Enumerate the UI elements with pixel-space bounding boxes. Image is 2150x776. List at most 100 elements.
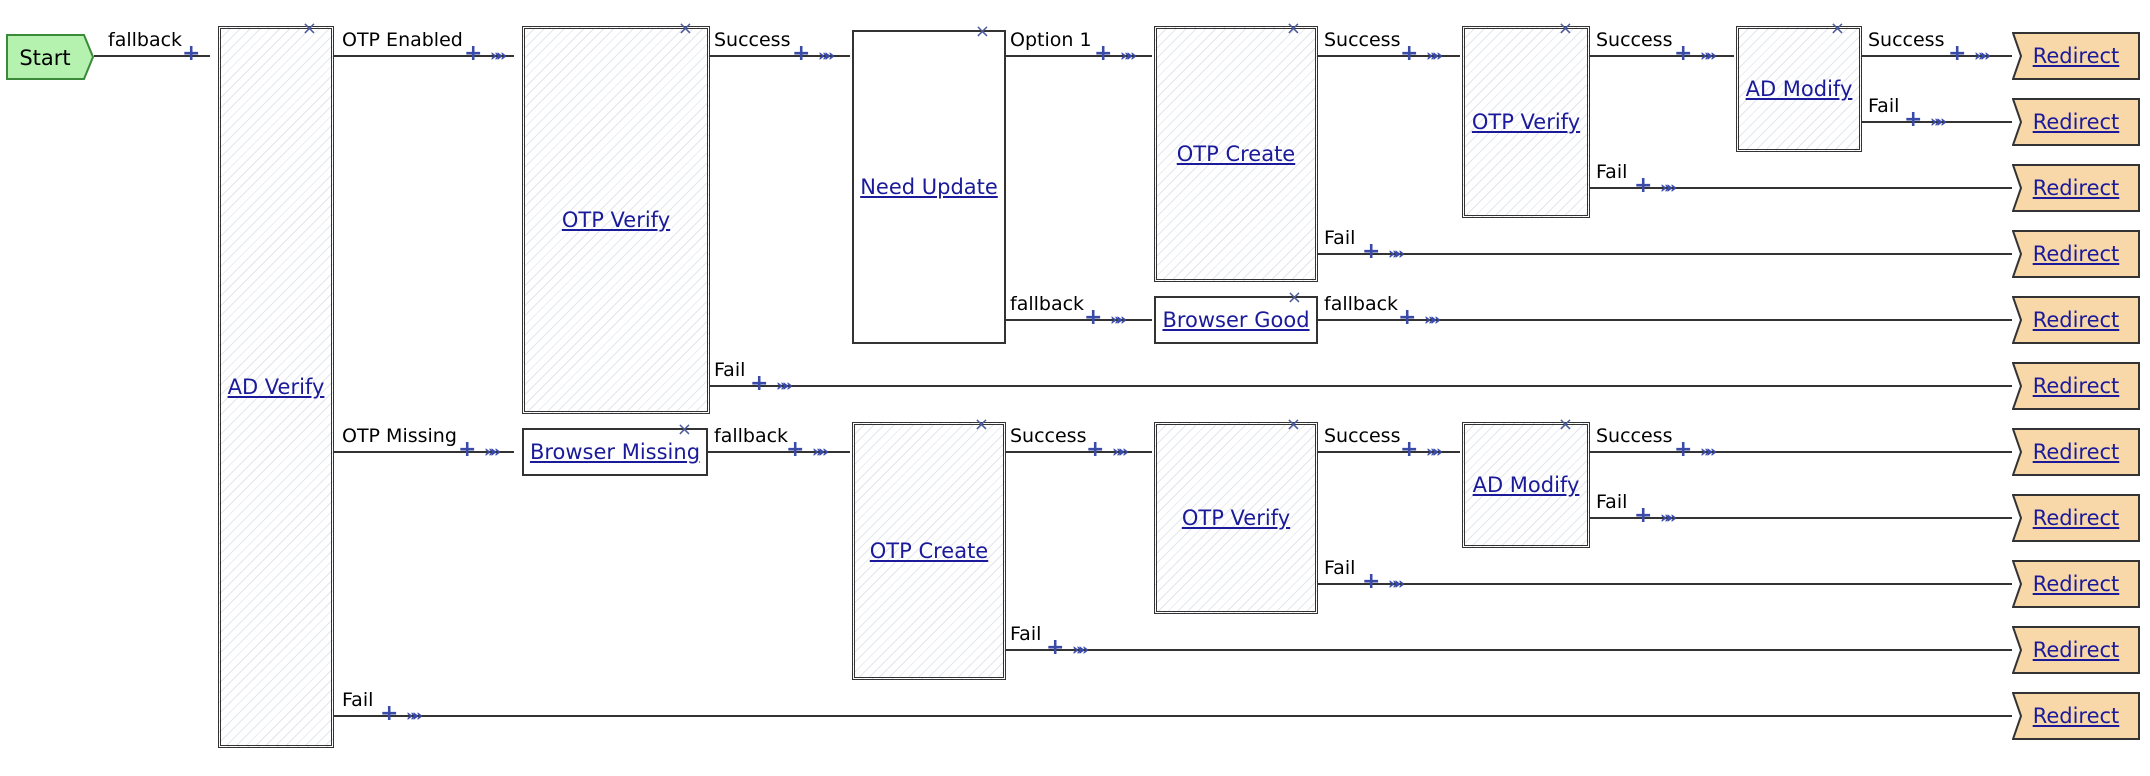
close-icon[interactable]: × bbox=[301, 18, 317, 39]
redirect-node[interactable]: Redirect bbox=[2012, 230, 2140, 278]
node-title[interactable]: AD Verify bbox=[227, 375, 325, 399]
connect-arrow-icon[interactable]: »» bbox=[1424, 310, 1441, 330]
connect-arrow-icon[interactable]: »» bbox=[1426, 46, 1443, 66]
connect-arrow-icon[interactable]: »» bbox=[1388, 574, 1405, 594]
close-icon[interactable]: × bbox=[1285, 414, 1301, 435]
redirect-label[interactable]: Redirect bbox=[2032, 638, 2120, 662]
redirect-node[interactable]: Redirect bbox=[2012, 494, 2140, 542]
node-otp-verify[interactable]: × OTP Verify bbox=[522, 20, 710, 414]
node-title[interactable]: OTP Verify bbox=[1471, 110, 1581, 134]
connect-arrow-icon[interactable]: »» bbox=[812, 442, 829, 462]
connect-arrow-icon[interactable]: »» bbox=[1388, 244, 1405, 264]
add-step-icon[interactable]: + bbox=[1904, 107, 1923, 132]
close-icon[interactable]: × bbox=[677, 18, 693, 39]
add-step-icon[interactable]: + bbox=[464, 41, 483, 66]
node-otp-create[interactable]: × OTP Create bbox=[852, 416, 1006, 680]
close-icon[interactable]: × bbox=[1286, 287, 1302, 308]
close-icon[interactable]: × bbox=[1557, 414, 1573, 435]
node-title[interactable]: AD Modify bbox=[1745, 77, 1853, 101]
redirect-label[interactable]: Redirect bbox=[2032, 440, 2120, 464]
add-step-icon[interactable]: + bbox=[1094, 41, 1113, 66]
node-ad-modify[interactable]: × AD Modify bbox=[1736, 20, 1862, 152]
node-title[interactable]: OTP Create bbox=[869, 539, 989, 563]
node-need-update[interactable]: × Need Update bbox=[852, 23, 1006, 344]
connect-arrow-icon[interactable]: »» bbox=[776, 376, 793, 396]
connect-arrow-icon[interactable]: »» bbox=[406, 706, 423, 726]
add-step-icon[interactable]: + bbox=[1634, 173, 1653, 198]
redirect-label[interactable]: Redirect bbox=[2032, 308, 2120, 332]
redirect-label[interactable]: Redirect bbox=[2032, 110, 2120, 134]
add-step-icon[interactable]: + bbox=[786, 437, 805, 462]
add-step-icon[interactable]: + bbox=[458, 437, 477, 462]
redirect-node[interactable]: Redirect bbox=[2012, 164, 2140, 212]
start-node[interactable]: Start bbox=[6, 34, 95, 80]
node-ad-modify[interactable]: × AD Modify bbox=[1462, 416, 1590, 548]
connect-arrow-icon[interactable]: »» bbox=[1660, 178, 1677, 198]
redirect-node[interactable]: Redirect bbox=[2012, 362, 2140, 410]
node-ad-verify[interactable]: × AD Verify bbox=[218, 20, 334, 748]
connect-arrow-icon[interactable]: »» bbox=[818, 46, 835, 66]
node-title[interactable]: Browser Good bbox=[1162, 308, 1310, 332]
connect-arrow-icon[interactable]: »» bbox=[484, 442, 501, 462]
connect-arrow-icon[interactable]: »» bbox=[1930, 112, 1947, 132]
node-title[interactable]: OTP Verify bbox=[1181, 506, 1291, 530]
add-step-icon[interactable]: + bbox=[1674, 437, 1693, 462]
close-icon[interactable]: × bbox=[973, 414, 989, 435]
add-step-icon[interactable]: + bbox=[1400, 41, 1419, 66]
add-step-icon[interactable]: + bbox=[182, 41, 201, 66]
node-title[interactable]: Need Update bbox=[860, 175, 998, 199]
connect-arrow-icon[interactable]: »» bbox=[1700, 442, 1717, 462]
add-step-icon[interactable]: + bbox=[1046, 635, 1065, 660]
close-icon[interactable]: × bbox=[1285, 18, 1301, 39]
connect-arrow-icon[interactable]: »» bbox=[1426, 442, 1443, 462]
redirect-node[interactable]: Redirect bbox=[2012, 692, 2140, 740]
redirect-node[interactable]: Redirect bbox=[2012, 428, 2140, 476]
add-step-icon[interactable]: + bbox=[1362, 569, 1381, 594]
add-step-icon[interactable]: + bbox=[1084, 305, 1103, 330]
connect-arrow-icon[interactable]: »» bbox=[1974, 46, 1991, 66]
connect-arrow-icon[interactable]: »» bbox=[1120, 46, 1137, 66]
redirect-label[interactable]: Redirect bbox=[2032, 704, 2120, 728]
redirect-node[interactable]: Redirect bbox=[2012, 560, 2140, 608]
close-icon[interactable]: × bbox=[974, 21, 990, 42]
redirect-label[interactable]: Redirect bbox=[2032, 506, 2120, 530]
add-step-icon[interactable]: + bbox=[1398, 305, 1417, 330]
edge-label-fallback: fallback bbox=[108, 29, 183, 51]
node-title[interactable]: OTP Create bbox=[1176, 142, 1296, 166]
redirect-node[interactable]: Redirect bbox=[2012, 626, 2140, 674]
add-step-icon[interactable]: + bbox=[792, 41, 811, 66]
connect-arrow-icon[interactable]: »» bbox=[1112, 442, 1129, 462]
node-title[interactable]: AD Modify bbox=[1472, 473, 1580, 497]
redirect-label[interactable]: Redirect bbox=[2032, 176, 2120, 200]
redirect-node[interactable]: Redirect bbox=[2012, 32, 2140, 80]
node-title[interactable]: OTP Verify bbox=[561, 208, 671, 232]
add-step-icon[interactable]: + bbox=[1634, 503, 1653, 528]
node-title[interactable]: Browser Missing bbox=[529, 440, 701, 464]
node-otp-verify[interactable]: × OTP Verify bbox=[1462, 20, 1590, 218]
connect-arrow-icon[interactable]: »» bbox=[1700, 46, 1717, 66]
node-browser-missing[interactable]: × Browser Missing bbox=[522, 421, 708, 476]
redirect-label[interactable]: Redirect bbox=[2032, 44, 2120, 68]
add-step-icon[interactable]: + bbox=[1674, 41, 1693, 66]
add-step-icon[interactable]: + bbox=[1400, 437, 1419, 462]
redirect-node[interactable]: Redirect bbox=[2012, 98, 2140, 146]
connect-arrow-icon[interactable]: »» bbox=[1110, 310, 1127, 330]
redirect-label[interactable]: Redirect bbox=[2032, 374, 2120, 398]
connect-arrow-icon[interactable]: »» bbox=[490, 46, 507, 66]
add-step-icon[interactable]: + bbox=[380, 701, 399, 726]
redirect-label[interactable]: Redirect bbox=[2032, 242, 2120, 266]
add-step-icon[interactable]: + bbox=[1086, 437, 1105, 462]
node-browser-good[interactable]: × Browser Good bbox=[1154, 289, 1318, 344]
close-icon[interactable]: × bbox=[1557, 18, 1573, 39]
redirect-node[interactable]: Redirect bbox=[2012, 296, 2140, 344]
add-step-icon[interactable]: + bbox=[750, 371, 769, 396]
connect-arrow-icon[interactable]: »» bbox=[1660, 508, 1677, 528]
add-step-icon[interactable]: + bbox=[1362, 239, 1381, 264]
connect-arrow-icon[interactable]: »» bbox=[1072, 640, 1089, 660]
node-otp-create[interactable]: × OTP Create bbox=[1154, 20, 1318, 282]
close-icon[interactable]: × bbox=[1829, 18, 1845, 39]
add-step-icon[interactable]: + bbox=[1948, 41, 1967, 66]
redirect-label[interactable]: Redirect bbox=[2032, 572, 2120, 596]
node-otp-verify[interactable]: × OTP Verify bbox=[1154, 416, 1318, 614]
close-icon[interactable]: × bbox=[676, 419, 692, 440]
